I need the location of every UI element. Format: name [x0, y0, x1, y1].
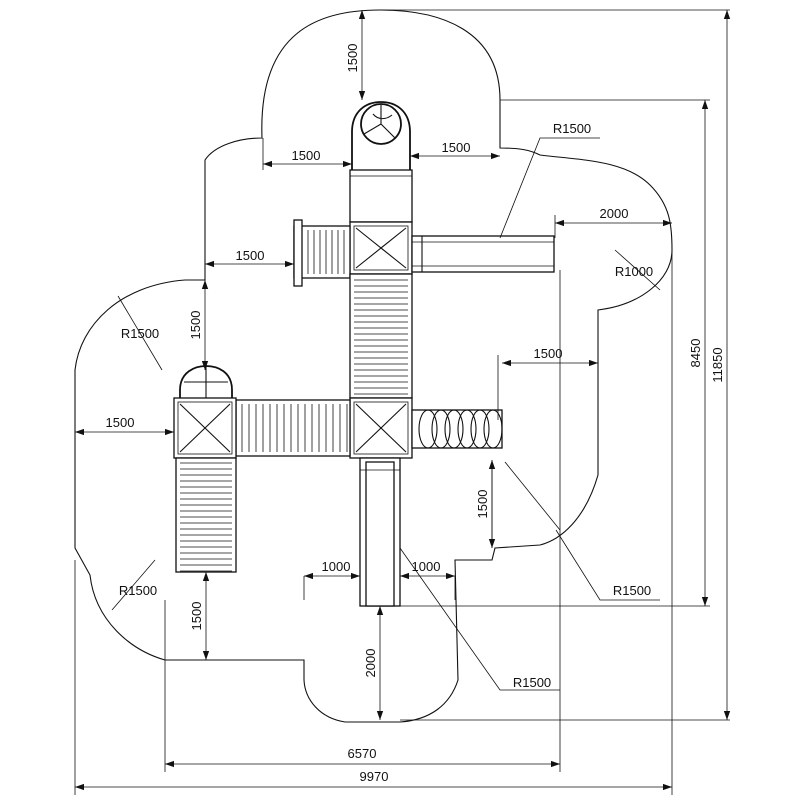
left-tower: [173, 365, 237, 459]
dimension-labels: 1500 1500 1500 2000 1500 1500 1500 1500 …: [106, 44, 725, 784]
dim-slide-end-gap: 2000: [600, 206, 629, 221]
upper-ladder: [293, 219, 351, 287]
dim-right-vertical-gap: 1500: [475, 490, 490, 519]
dim-inner-width: 6570: [348, 746, 377, 761]
lower-tower: [349, 397, 413, 459]
dimension-lines: [75, 10, 731, 791]
upper-tower: [349, 221, 413, 275]
left-ramp: [175, 457, 237, 573]
tunnel-ring: [444, 409, 464, 449]
dim-overall-width: 9970: [360, 769, 389, 784]
dim-bottom-left-gap: 1500: [189, 602, 204, 631]
horizontal-bridge: [235, 399, 351, 457]
safety-zone-outline: [74, 9, 673, 723]
dim-slide-bottom-gap: 2000: [363, 649, 378, 678]
radius-left-upper: R1500: [121, 326, 159, 341]
radius-bottom: R1500: [513, 675, 551, 690]
radius-leaders: [111, 137, 661, 691]
radius-top-right: R1500: [553, 121, 591, 136]
bottom-slide: [359, 457, 401, 607]
radius-right-corner: R1000: [615, 264, 653, 279]
dim-overall-height: 11850: [710, 347, 725, 382]
dim-slide-right-gap: 1000: [412, 559, 441, 574]
upper-slide: [411, 235, 555, 273]
dim-top-clearance: 1500: [345, 44, 360, 73]
dim-tower-left-gap: 1500: [292, 148, 321, 163]
dim-tower-right-gap: 1500: [442, 140, 471, 155]
dim-slide-left-gap: 1000: [322, 559, 351, 574]
dim-far-left-gap: 1500: [106, 415, 135, 430]
crawl-tunnel: [411, 409, 503, 449]
tunnel-ring: [457, 409, 477, 449]
tunnel-ring: [483, 409, 503, 449]
dim-ladder-left-gap: 1500: [236, 248, 265, 263]
vertical-bridge: [349, 273, 413, 399]
radius-labels: R1500 R1000 R1500 R1500 R1500 R1500: [119, 121, 653, 690]
dim-left-vertical-gap: 1500: [188, 311, 203, 340]
play-structure: [173, 101, 555, 607]
tower-arch: [351, 101, 411, 172]
dim-tube-right-gap: 1500: [534, 346, 563, 361]
tunnel-ring: [431, 409, 451, 449]
tunnel-ring: [418, 409, 438, 449]
dim-inner-height: 8450: [688, 339, 703, 368]
radius-left-lower: R1500: [119, 583, 157, 598]
tunnel-ring: [470, 409, 490, 449]
top-deck: [349, 169, 413, 223]
radius-right-lower: R1500: [613, 583, 651, 598]
